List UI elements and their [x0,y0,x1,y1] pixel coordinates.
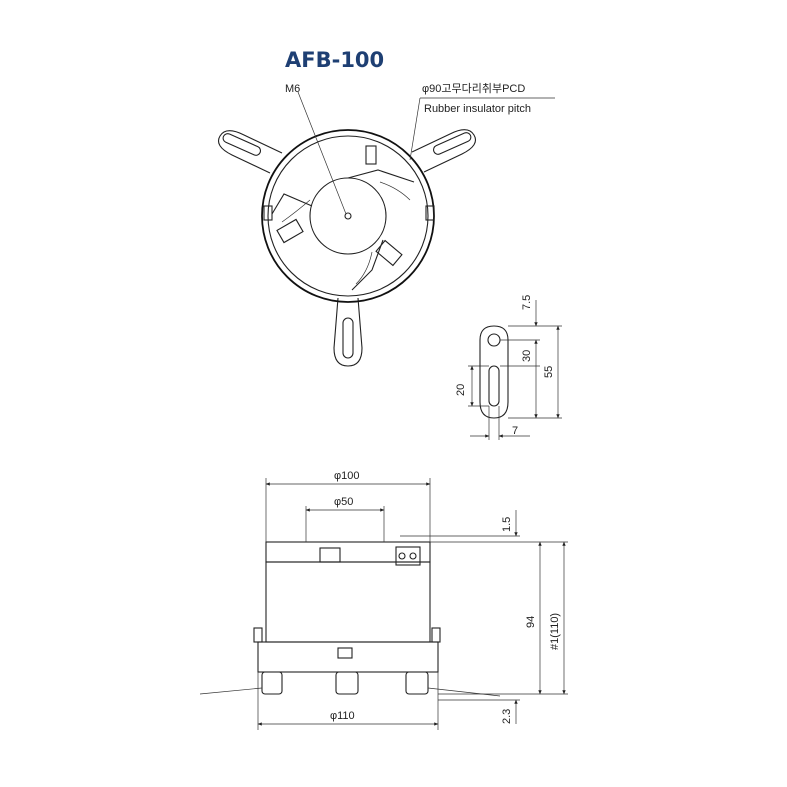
side-view: φ100 φ50 1.5 94 #1(110) 2.3 φ110 [199,470,568,730]
m6-leader [297,91,347,215]
block-left [276,218,304,244]
foot-arm-bottom [333,297,363,367]
foot-arm-right [411,129,477,173]
dim-phi50: φ50 [334,496,353,508]
slot-detail: 7.5 30 55 20 7 [455,295,562,440]
top-view: M6 φ90고무다리취부PCD Rubber insulator pitch [217,82,555,367]
block-top [365,145,377,165]
pcd-leader [409,97,421,161]
dim-20: 20 [455,384,467,396]
base-bolt-left [253,627,263,643]
center-nut [337,647,353,659]
m6-hole [344,212,352,220]
pcd-label: φ90고무다리취부PCD [422,82,525,95]
dim-7-5: 7.5 [521,295,533,310]
side-block-right [395,546,421,566]
inner-ring [267,135,429,297]
ramp-left [271,193,313,215]
dim-110-total: #1(110) [549,613,561,650]
outer-ring [261,129,435,303]
base-plate [257,641,439,673]
dim-94: 94 [525,616,537,628]
top-plate [265,541,431,563]
foot-center [335,671,359,695]
base-bolt-right [431,627,441,643]
foot-arm-left [217,130,283,174]
pcd-label-en: Rubber insulator pitch [424,103,531,115]
side-bolt-right [425,205,435,221]
ramp-top [347,169,415,183]
slot-hole [487,333,501,347]
dim-phi110: φ110 [330,710,355,722]
foot-right [405,671,429,695]
slot-opening [488,365,500,407]
main-body [265,561,431,643]
m6-label: M6 [285,83,300,95]
dim-2-3: 2.3 [501,709,513,724]
product-title: AFB-100 [285,48,385,72]
ramp-bottom [351,239,384,291]
slot-plate [479,325,509,419]
block-bottom [375,239,403,267]
foot-left [261,671,283,695]
side-bolt-left [263,205,273,221]
dim-phi100: φ100 [334,470,360,482]
center-disk [309,177,387,255]
dim-30: 30 [521,350,533,362]
dim-1-5: 1.5 [501,517,513,532]
dim-7: 7 [512,425,518,437]
dim-55: 55 [543,366,555,378]
side-block-left [319,547,341,563]
